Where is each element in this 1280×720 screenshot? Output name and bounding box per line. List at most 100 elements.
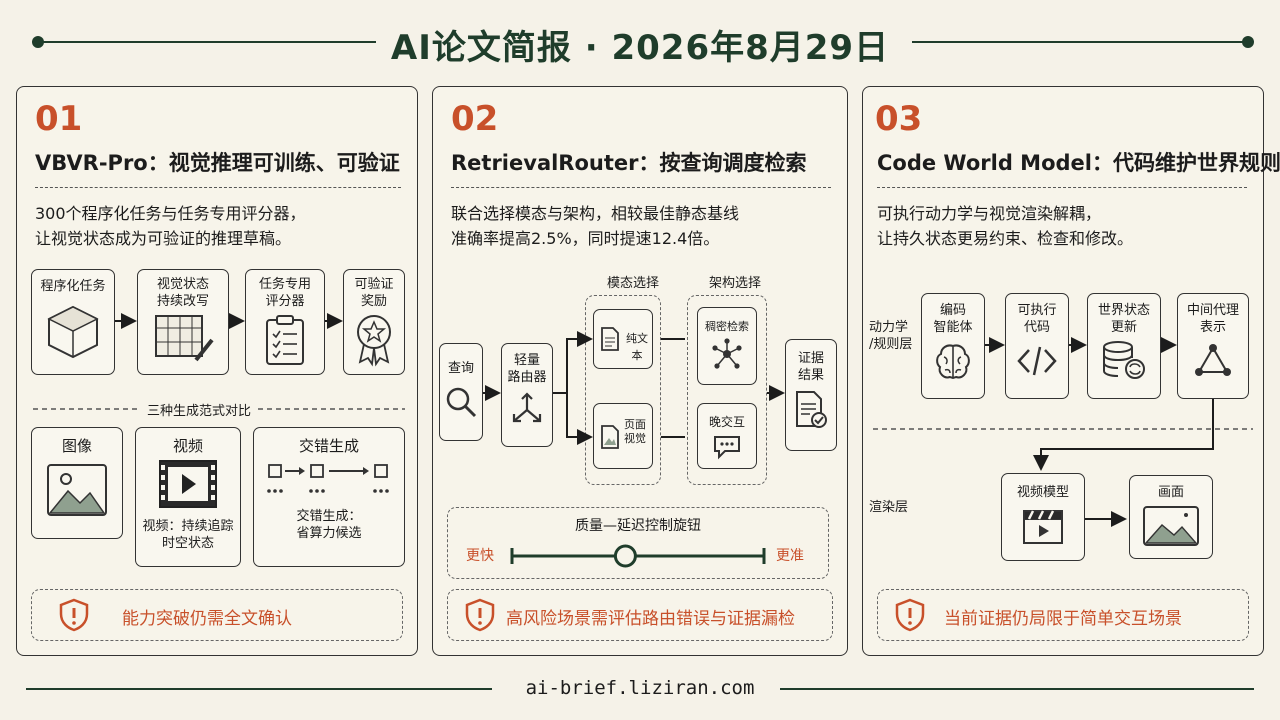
- layer-label-dynamics: 动力学 /规则层: [869, 320, 913, 352]
- knob-slider[interactable]: [448, 508, 828, 580]
- header: AI论文简报 · 2026年8月29日: [0, 16, 1280, 68]
- interleaved-sequence-icon: [267, 464, 389, 493]
- modality-page-visual: 页面 视觉: [593, 403, 653, 469]
- flow-step-world-state-update: 世界状态 更新: [1087, 293, 1161, 399]
- picture-icon: [1143, 506, 1199, 546]
- knob-right-label: 更准: [776, 548, 804, 564]
- code-icon: [1017, 346, 1057, 376]
- compare-note: 交错生成： 省算力候选: [296, 509, 362, 541]
- warning-callout: 高风险场景需评估路由错误与证据漏检: [447, 589, 833, 641]
- header-rule-right: [912, 41, 1244, 43]
- grid-edit-icon: [155, 315, 214, 362]
- header-dot-right: [1242, 36, 1254, 48]
- warning-text: 当前证据仍局限于简单交互场景: [944, 609, 1182, 629]
- flow-step-label: 世界状态 更新: [1097, 303, 1150, 335]
- divider: [877, 187, 1247, 188]
- clapperboard-icon: [1023, 510, 1063, 544]
- modality-label: 模态选择: [606, 276, 659, 291]
- arch-label: 架构选择: [708, 276, 761, 291]
- compare-name: 视频: [172, 437, 203, 455]
- compare-interleaved: 交错生成 交错生成： 省算力候选: [253, 427, 405, 567]
- flow-step-label: 视觉状态 持续改写: [156, 277, 209, 309]
- panel-title: RetrievalRouter：按查询调度检索: [451, 151, 807, 175]
- warning-shield-icon: [895, 598, 925, 632]
- modality-label: 纯文本: [626, 332, 648, 362]
- arch-group: [687, 295, 767, 485]
- footer-rule-left: [26, 688, 492, 690]
- compare-name: 交错生成: [298, 437, 359, 455]
- router-label: 轻量 路由器: [507, 353, 547, 385]
- graph-nodes-icon: [1195, 344, 1231, 376]
- divider: [451, 187, 831, 188]
- warning-text: 能力突破仍需全文确认: [122, 609, 292, 629]
- compare-video: 视频 视频：持续追踪 时空状态: [135, 427, 241, 567]
- layer-label-render: 渲染层: [869, 500, 909, 515]
- flow-step-reward: 可验证 奖励: [343, 269, 405, 375]
- compare-label: 三种生成范式对比: [141, 400, 258, 419]
- desc-line: 300个程序化任务与任务专用评分器，: [35, 204, 306, 223]
- cwm-flow-arrows: [873, 337, 1253, 527]
- warning-callout: 能力突破仍需全文确认: [31, 589, 403, 641]
- flow-step-coding-agent: 编码 智能体: [921, 293, 985, 399]
- render-label: 画面: [1157, 485, 1184, 500]
- result-label: 证据 结果: [797, 351, 824, 383]
- modality-text-only: 纯文本: [593, 309, 653, 369]
- panel-description: 300个程序化任务与任务专用评分器， 让视觉状态成为可验证的推理草稿。: [35, 201, 306, 251]
- warning-shield-icon: [59, 598, 89, 632]
- flow-step-label: 编码 智能体: [933, 303, 973, 335]
- cube-icon: [47, 305, 99, 359]
- flow-step-label: 可执行 代码: [1017, 303, 1057, 335]
- chat-bubble-icon: [714, 436, 740, 460]
- brain-icon: [936, 344, 970, 380]
- warning-callout: 当前证据仍局限于简单交互场景: [877, 589, 1249, 641]
- router-flow-arrows: [483, 331, 785, 445]
- render-video-model: 视频模型: [1001, 473, 1085, 561]
- footer-rule-right: [780, 688, 1254, 690]
- image-icon: [47, 464, 107, 516]
- router-node: 轻量 路由器: [501, 343, 553, 447]
- flow-step-label: 任务专用 评分器: [258, 277, 311, 309]
- modality-label: 页面 视觉: [624, 418, 646, 445]
- flow-step-intermediate-proxy: 中间代理 表示: [1177, 293, 1249, 399]
- footer-url[interactable]: ai-brief.liziran.com: [525, 677, 755, 699]
- page-title: AI论文简报 · 2026年8月29日: [390, 28, 890, 68]
- search-icon: [446, 387, 477, 418]
- award-badge-icon: [357, 315, 391, 367]
- panel-number: 01: [35, 99, 83, 139]
- flow-arrows: [33, 313, 405, 410]
- panel-description: 联合选择模态与架构，相较最佳静态基线 准确率提高2.5%，同时提速12.4倍。: [451, 201, 739, 251]
- panel-code-world-model: 03 Code World Model：代码维护世界规则 可执行动力学与视觉渲染…: [862, 86, 1280, 656]
- compare-note: 视频：持续追踪 时空状态: [142, 519, 234, 551]
- panel-number: 03: [875, 99, 923, 139]
- panel-number: 02: [451, 99, 499, 139]
- knob-handle[interactable]: [613, 544, 637, 568]
- database-sync-icon: [1103, 341, 1145, 379]
- flow-step-label: 可验证 奖励: [354, 277, 394, 309]
- modality-group: [585, 295, 661, 485]
- header-rule-left: [38, 41, 376, 43]
- flow-step-grader: 任务专用 评分器: [245, 269, 325, 375]
- arch-dense-retrieval: 稠密检索: [697, 307, 757, 385]
- split-arrows-icon: [512, 392, 542, 423]
- knob-left-label: 更快: [466, 548, 494, 564]
- flow-step-programmatic-tasks: 程序化任务: [31, 269, 115, 375]
- warning-shield-icon: [465, 598, 495, 632]
- arch-late-interaction: 晚交互: [697, 403, 757, 469]
- panel-title: VBVR-Pro：视觉推理可训练、可验证: [35, 151, 400, 175]
- divider: [35, 187, 401, 188]
- film-play-icon: [159, 460, 217, 508]
- flow-step-visual-state: 视觉状态 持续改写: [137, 269, 229, 375]
- flow-step-executable-code: 可执行 代码: [1005, 293, 1069, 399]
- arch-label: 稠密检索: [705, 320, 749, 333]
- image-document-icon: [601, 425, 619, 449]
- network-icon: [712, 338, 742, 369]
- compare-name: 图像: [61, 437, 92, 455]
- panel-retrievalrouter: 02 RetrievalRouter：按查询调度检索 联合选择模态与架构，相较最…: [432, 86, 848, 656]
- compare-image: 图像: [31, 427, 123, 539]
- document-check-icon: [796, 391, 827, 428]
- desc-line: 让持久状态更易约束、检查和修改。: [877, 229, 1134, 248]
- flow-step-label: 中间代理 表示: [1186, 303, 1239, 335]
- warning-text: 高风险场景需评估路由错误与证据漏检: [506, 609, 795, 629]
- clipboard-checklist-icon: [266, 315, 304, 365]
- query-label: 查询: [447, 361, 474, 376]
